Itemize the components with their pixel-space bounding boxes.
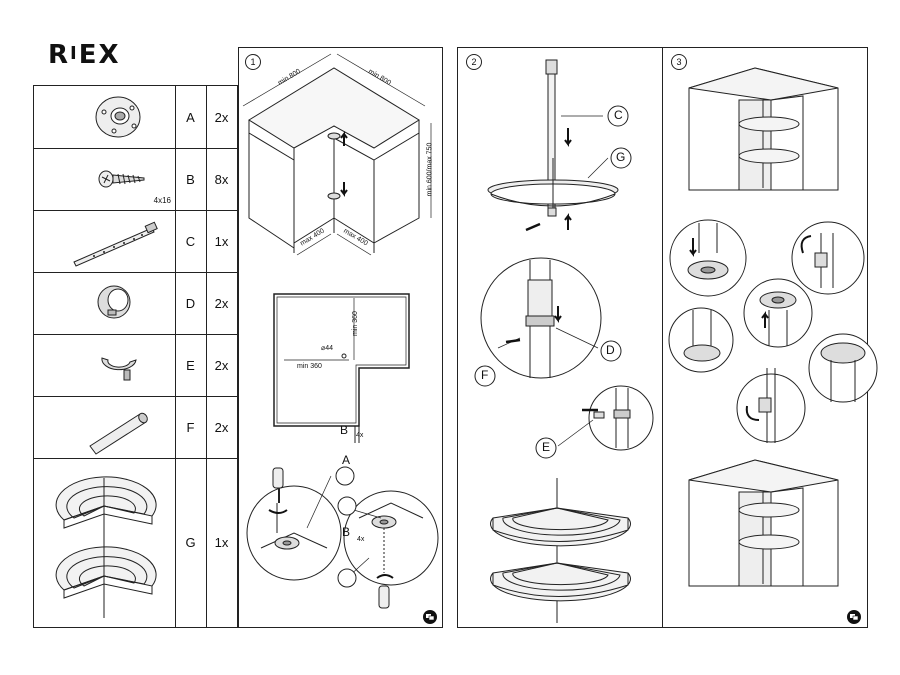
screw-icon [98,170,145,188]
step-1-panel: 1 [238,47,443,628]
part-row-a: A 2x [34,86,237,149]
dim-min360-vertical: min 360 [351,311,359,336]
part-letter: E [175,334,207,396]
step-number: 1 [245,54,261,70]
step-number: 3 [671,54,687,70]
callout-e: E [542,440,551,454]
part-letter: A [175,86,207,148]
part-image-d [34,272,176,334]
part-quantity: 1x [214,535,229,550]
part-letter: G [175,458,207,627]
callout-g: G [616,150,626,164]
callout-a: A [342,453,351,467]
parts-list: A 2x 4x16 B 8x C 1 [33,85,238,628]
part-image-c [34,210,176,272]
brand-logo: RIEX [48,40,121,70]
part-image-f [34,396,176,458]
part-row-e: E 2x [34,334,237,397]
callout-c: C [614,108,623,122]
dim-diameter: ⌀44 [321,345,334,352]
logo-letters-ex: EX [78,40,121,70]
part-quantity: 2x [214,109,229,125]
callout-d: D [606,343,615,357]
turn-page-icon [423,610,437,624]
turn-page-icon [847,610,861,624]
part-quantity: 2x [214,295,229,311]
part-quantity: 8x [214,171,229,187]
part-image-b: 4x16 [34,148,176,210]
pole-icon [73,221,158,267]
dim-height: min 600/max 750 [426,142,434,197]
corner-cabinet-iso [242,53,439,609]
part-image-e [34,334,176,396]
part-letter: F [175,396,207,458]
part-size: 4x16 [153,196,171,205]
installed-carousel-views [668,67,878,587]
callout-b-top: B [340,423,349,437]
callout-b-bottom: B [342,525,351,539]
dim-min360-horizontal: min 360 [297,363,322,370]
part-letter: D [175,272,207,334]
flange-plate-icon [95,96,141,138]
step-2-panel: 2 [457,47,663,628]
part-row-d: D 2x [34,272,237,335]
step-3-panel: 3 [662,47,878,628]
part-quantity: 1x [214,233,229,249]
part-letter: B [175,148,207,210]
part-quantity: 2x [214,419,229,435]
pole-basket-assembly [474,59,654,623]
clip-ring-icon [101,357,137,381]
wire-basket-icon [55,476,157,618]
collar-ring-icon [97,285,131,319]
logo-letter-i: I [70,43,79,64]
callout-f: F [481,368,489,382]
step-number: 2 [466,54,482,70]
part-row-g: G 1x [34,458,237,627]
callout-b-bottom-qty: 4x [357,536,365,543]
part-image-g [34,458,176,627]
logo-letter-r: R [48,40,71,70]
part-row-b: 4x16 B 8x [34,148,237,211]
part-row-c: C 1x [34,210,237,273]
part-letter: C [175,210,207,272]
part-image-a [34,86,176,148]
part-row-f: F 2x [34,396,237,459]
pin-icon [89,412,148,455]
callout-b-top-qty: 4x [356,432,364,439]
part-quantity: 2x [214,357,229,373]
